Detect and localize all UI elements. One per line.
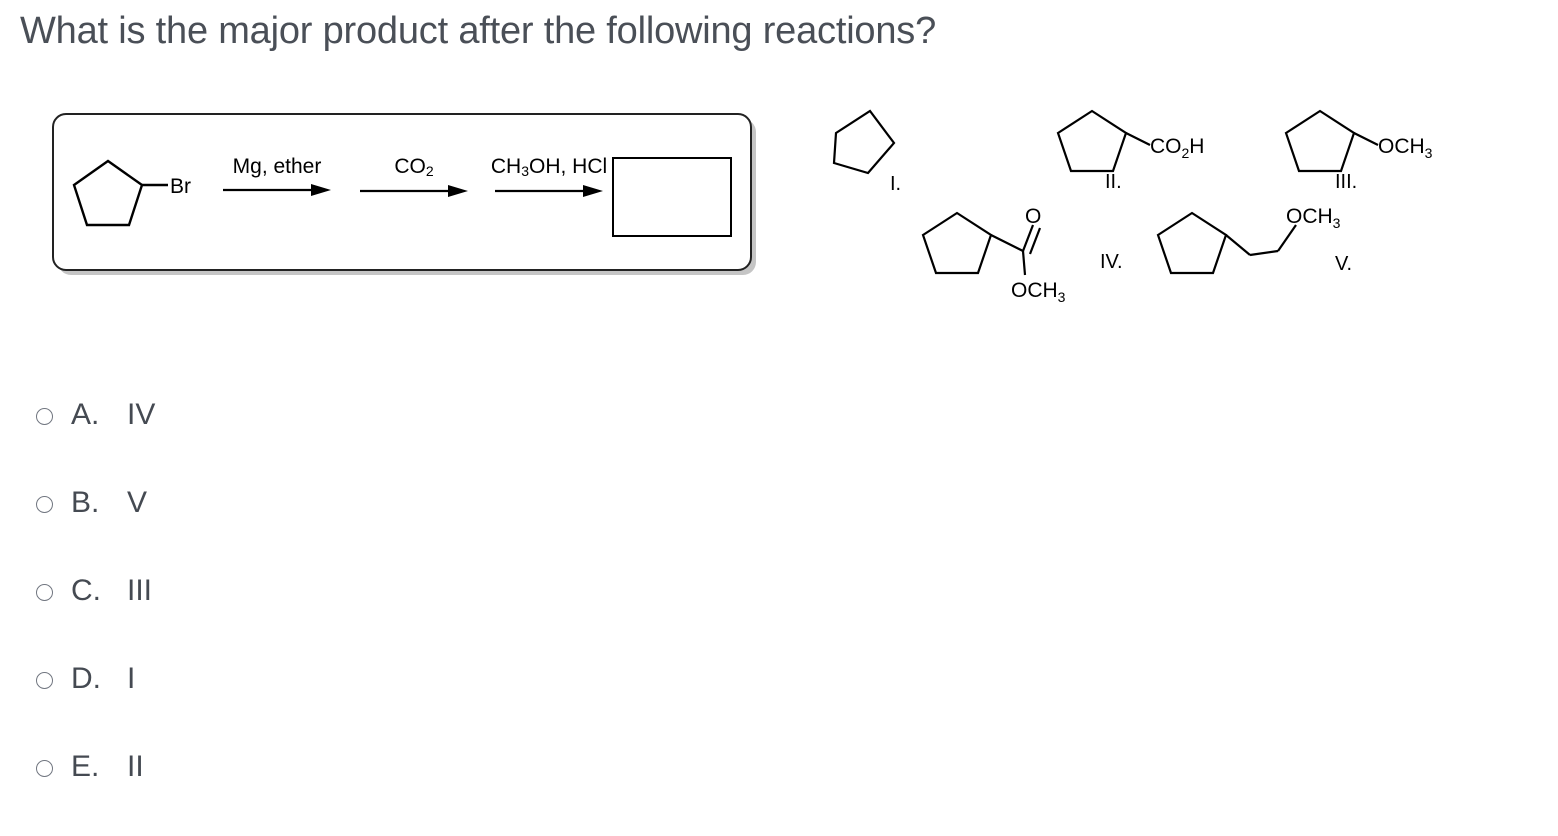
radio-button-d[interactable] xyxy=(36,672,53,689)
radio-button-b[interactable] xyxy=(36,496,53,513)
product-placeholder-box xyxy=(612,157,732,237)
option-value-a: IV xyxy=(127,398,156,431)
radio-button-c[interactable] xyxy=(36,584,53,601)
structure-V: OCH3 V. xyxy=(1150,203,1365,318)
cyclopentane-ring xyxy=(832,109,896,175)
structure-I-drawing xyxy=(832,109,896,175)
answer-option-c[interactable]: C. III xyxy=(36,571,456,659)
reaction-arrow-3 xyxy=(454,183,644,204)
arrow-1-icon xyxy=(223,184,331,196)
carbonyl-double-bond-b xyxy=(1028,227,1042,255)
cyclopentane-ring xyxy=(1156,211,1228,275)
ring-carbonyl-bond xyxy=(990,234,1024,252)
answer-option-b[interactable]: B. V xyxy=(36,483,456,571)
answer-option-a[interactable]: A. IV xyxy=(36,395,456,483)
structure-V-drawing: OCH3 xyxy=(1156,205,1341,275)
ether-methoxy-label: OCH3 xyxy=(1286,205,1341,231)
answer-option-d[interactable]: D. I xyxy=(36,659,456,747)
reagent-step-1: Mg, ether xyxy=(202,156,352,203)
radio-button-e[interactable] xyxy=(36,760,53,777)
ester-oxygen-bond xyxy=(1021,250,1027,276)
reagent-step-3: CH3OH, HCl xyxy=(454,156,644,204)
reaction-arrow-1 xyxy=(202,182,352,203)
ch2-chain-bond xyxy=(1249,249,1279,257)
ch2-o-bond xyxy=(1277,224,1297,252)
structure-I: I. xyxy=(818,105,928,195)
ring-substituent-bond xyxy=(1125,132,1151,146)
structure-II-drawing: CO2H xyxy=(1056,109,1204,173)
option-letter-b: B. xyxy=(71,486,100,519)
reaction-arrow-2 xyxy=(354,183,474,204)
carbonyl-double-bond-a xyxy=(1021,224,1035,252)
structure-III: OCH3 III. xyxy=(1278,105,1468,193)
reaction-scheme-panel: Br Mg, ether CO2 CH3OH, HC xyxy=(52,113,752,271)
page-title: What is the major product after the foll… xyxy=(20,10,937,52)
structure-III-label: III. xyxy=(1335,171,1358,193)
structure-I-label: I. xyxy=(890,173,902,195)
option-value-b: V xyxy=(127,486,148,519)
cyclopentane-ring xyxy=(921,211,993,275)
radio-button-a[interactable] xyxy=(36,408,53,425)
structure-IV-label: IV. xyxy=(1100,251,1123,273)
structure-III-drawing: OCH3 xyxy=(1284,109,1433,173)
option-letter-a: A. xyxy=(71,398,100,431)
bromine-label: Br xyxy=(170,175,191,198)
answer-option-e[interactable]: E. II xyxy=(36,747,456,835)
reactant-cyclopentyl-bromide: Br xyxy=(72,159,191,227)
reagent-label-1: Mg, ether xyxy=(232,155,322,178)
structure-IV-drawing: O OCH3 xyxy=(921,205,1066,305)
structure-V-label: V. xyxy=(1335,253,1353,275)
arrow-3-icon xyxy=(495,185,603,198)
methoxy-label: OCH3 xyxy=(1378,135,1433,161)
ester-methoxy-label: OCH3 xyxy=(1011,279,1066,305)
structure-II: CO2H II. xyxy=(1050,105,1230,193)
answer-options-list: A. IV B. V C. III D. I E. II xyxy=(36,395,456,835)
ring-ch2-bond xyxy=(1225,234,1251,256)
reagent-label-3: CH3OH, HCl xyxy=(490,155,608,180)
structure-II-label: II. xyxy=(1105,171,1122,193)
cyclopentane-ring xyxy=(1056,109,1128,173)
option-value-d: I xyxy=(127,662,136,695)
option-letter-d: D. xyxy=(71,662,101,695)
reaction-row: Br Mg, ether CO2 CH3OH, HC xyxy=(54,115,750,269)
reagent-step-2: CO2 xyxy=(354,156,474,204)
cyclopentane-ring xyxy=(1284,109,1356,173)
option-value-e: II xyxy=(127,750,144,783)
carboxyl-label: CO2H xyxy=(1150,135,1204,161)
option-value-c: III xyxy=(127,574,153,607)
reagent-label-2: CO2 xyxy=(394,155,434,180)
option-letter-e: E. xyxy=(71,750,100,783)
option-letter-c: C. xyxy=(71,574,101,607)
carbonyl-oxygen-label: O xyxy=(1025,205,1041,228)
cyclopentane-ring xyxy=(72,159,144,227)
candidate-structures: I. CO2H II. OCH3 III. O xyxy=(810,105,1510,320)
structure-IV: O OCH3 IV. xyxy=(915,203,1125,318)
arrow-2-icon xyxy=(360,185,468,198)
ring-substituent-bond xyxy=(1353,132,1379,146)
